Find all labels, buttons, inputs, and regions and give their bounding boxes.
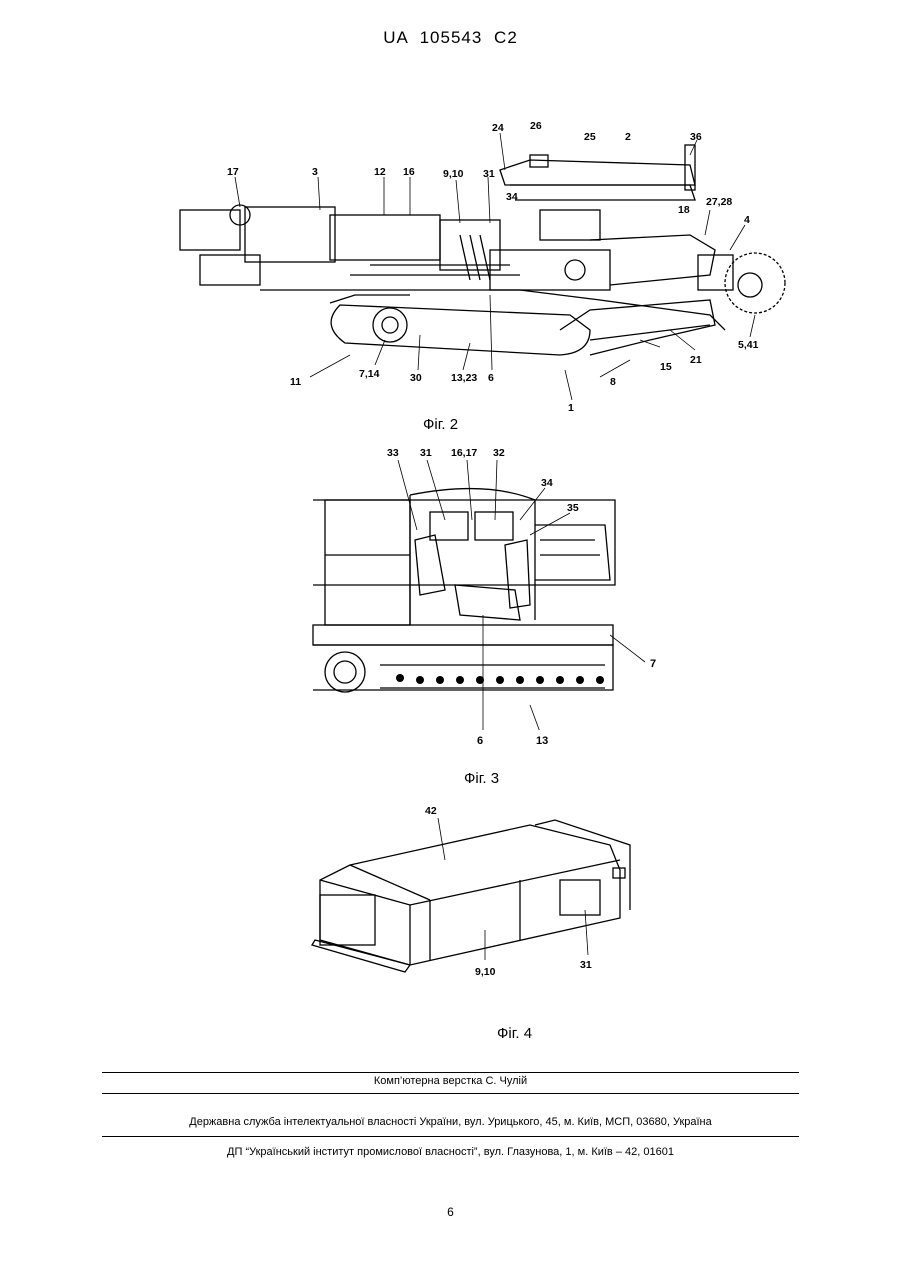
agency-line: Державна служба інтелектуальної власност… (0, 1116, 901, 1128)
figure-3-caption: Фіг. 3 (464, 770, 499, 787)
svg-text:31: 31 (580, 959, 592, 971)
svg-text:1: 1 (568, 402, 574, 414)
svg-text:12: 12 (374, 166, 386, 178)
svg-text:33: 33 (387, 447, 399, 459)
svg-text:4: 4 (744, 214, 750, 226)
svg-text:21: 21 (690, 354, 702, 366)
svg-text:32: 32 (493, 447, 505, 459)
figure-2-drawing: 17 3 12 16 9,10 31 24 26 25 2 36 34 18 2… (170, 115, 800, 415)
svg-text:42: 42 (425, 805, 437, 817)
svg-text:17: 17 (227, 166, 239, 178)
svg-text:24: 24 (492, 122, 504, 134)
institute-line: ДП “Український інститут промислової вла… (0, 1146, 901, 1158)
figure-2-caption: Фіг. 2 (423, 416, 458, 433)
svg-text:16: 16 (403, 166, 415, 178)
svg-text:36: 36 (690, 131, 702, 143)
figure-4-caption: Фіг. 4 (497, 1025, 532, 1042)
svg-text:27,28: 27,28 (706, 196, 732, 208)
footer-rule-middle (102, 1093, 799, 1094)
svg-text:5,41: 5,41 (738, 339, 759, 351)
svg-text:9,10: 9,10 (443, 168, 464, 180)
svg-text:13,23: 13,23 (451, 372, 477, 384)
svg-text:16,17: 16,17 (451, 447, 477, 459)
svg-text:31: 31 (483, 168, 495, 180)
svg-text:3: 3 (312, 166, 318, 178)
footer-rule-top (102, 1072, 799, 1073)
svg-text:31: 31 (420, 447, 432, 459)
svg-text:15: 15 (660, 361, 672, 373)
layout-credit: Комп’ютерна верстка С. Чулій (0, 1075, 901, 1087)
svg-text:18: 18 (678, 204, 690, 216)
svg-text:35: 35 (567, 502, 579, 514)
page-number: 6 (0, 1205, 901, 1219)
svg-text:25: 25 (584, 131, 596, 143)
svg-text:30: 30 (410, 372, 422, 384)
patent-number-header: UA 105543 C2 (0, 28, 901, 48)
figure-3-drawing: 33 31 16,17 32 34 35 (305, 440, 665, 730)
svg-text:9,10: 9,10 (475, 966, 496, 978)
svg-text:2: 2 (625, 131, 631, 143)
svg-text:26: 26 (530, 120, 542, 132)
footer-rule-bottom (102, 1136, 799, 1137)
figure-4-drawing: 42 9,10 31 (310, 800, 650, 1000)
svg-text:6: 6 (488, 372, 494, 384)
svg-text:7,14: 7,14 (359, 368, 380, 380)
svg-text:34: 34 (506, 191, 518, 203)
svg-text:34: 34 (541, 477, 553, 489)
svg-text:8: 8 (610, 376, 616, 388)
svg-text:11: 11 (290, 376, 301, 388)
